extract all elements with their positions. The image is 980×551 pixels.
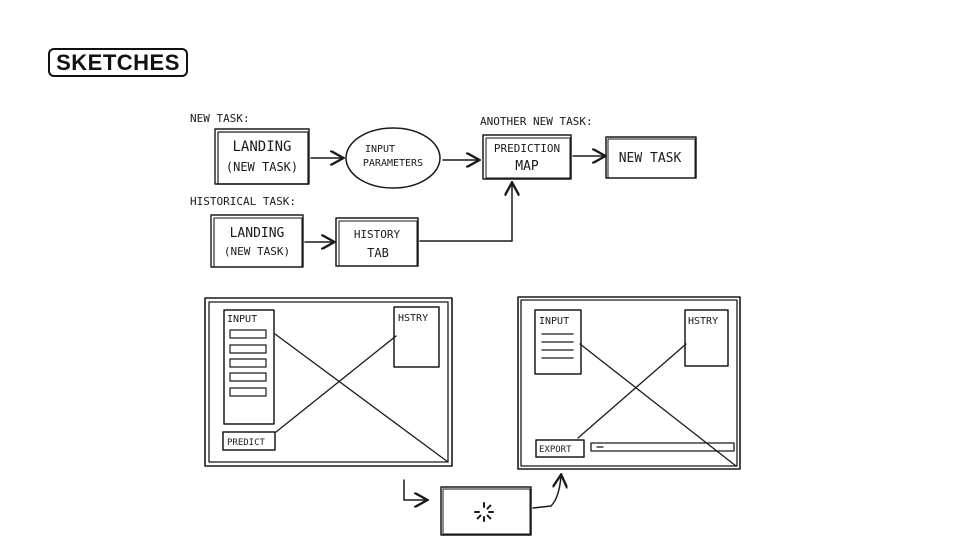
landing-new-task-box-2: LANDING (NEW TASK): [210, 214, 304, 268]
landing2-line2: (NEW TASK): [224, 245, 290, 258]
landing1-line1: LANDING: [232, 139, 291, 155]
history-tab-line1: HISTORY: [354, 228, 401, 241]
loading-spinner-icon: [474, 502, 494, 522]
left-history-label: HSTRY: [398, 313, 428, 324]
right-export-label: EXPORT: [539, 445, 572, 455]
landing2-line1: LANDING: [230, 226, 285, 241]
left-input-label: INPUT: [227, 314, 257, 325]
new-task-box: NEW TASK: [605, 136, 697, 179]
historical-task-label: HISTORICAL TASK:: [190, 195, 296, 208]
history-tab-box: HISTORY TAB: [335, 217, 419, 267]
left-predict-label: PREDICT: [227, 438, 266, 448]
landing1-line2: (NEW TASK): [226, 160, 298, 174]
prediction-map-line1: PREDICTION: [494, 142, 560, 155]
right-input-lines: [541, 333, 574, 359]
new-task-box-label: NEW TASK: [619, 151, 682, 166]
another-new-task-label: ANOTHER NEW TASK:: [480, 115, 593, 128]
input-params-line1: INPUT: [365, 144, 395, 155]
arrow-from-loading: [532, 476, 561, 509]
right-history-label: HSTRY: [688, 316, 718, 327]
loading-screen: [440, 486, 532, 536]
right-input-label: INPUT: [539, 316, 569, 327]
prediction-map-line2: MAP: [515, 159, 539, 174]
left-input-fields: [229, 329, 267, 397]
prediction-map-box: PREDICTION MAP: [482, 134, 572, 180]
wireframe-right: INPUT HSTRY EXPORT: [517, 296, 741, 470]
input-params-line2: PARAMETERS: [363, 158, 423, 169]
input-parameters-node: INPUT PARAMETERS: [345, 127, 441, 189]
sketches-title: SKETCHES: [48, 48, 188, 77]
new-task-label: NEW TASK:: [190, 112, 250, 125]
landing-new-task-box-1: LANDING (NEW TASK): [214, 128, 310, 185]
wireframe-left: INPUT HSTRY PREDICT: [204, 297, 453, 467]
history-tab-line2: TAB: [367, 246, 389, 260]
arrow-to-loading: [403, 479, 426, 500]
